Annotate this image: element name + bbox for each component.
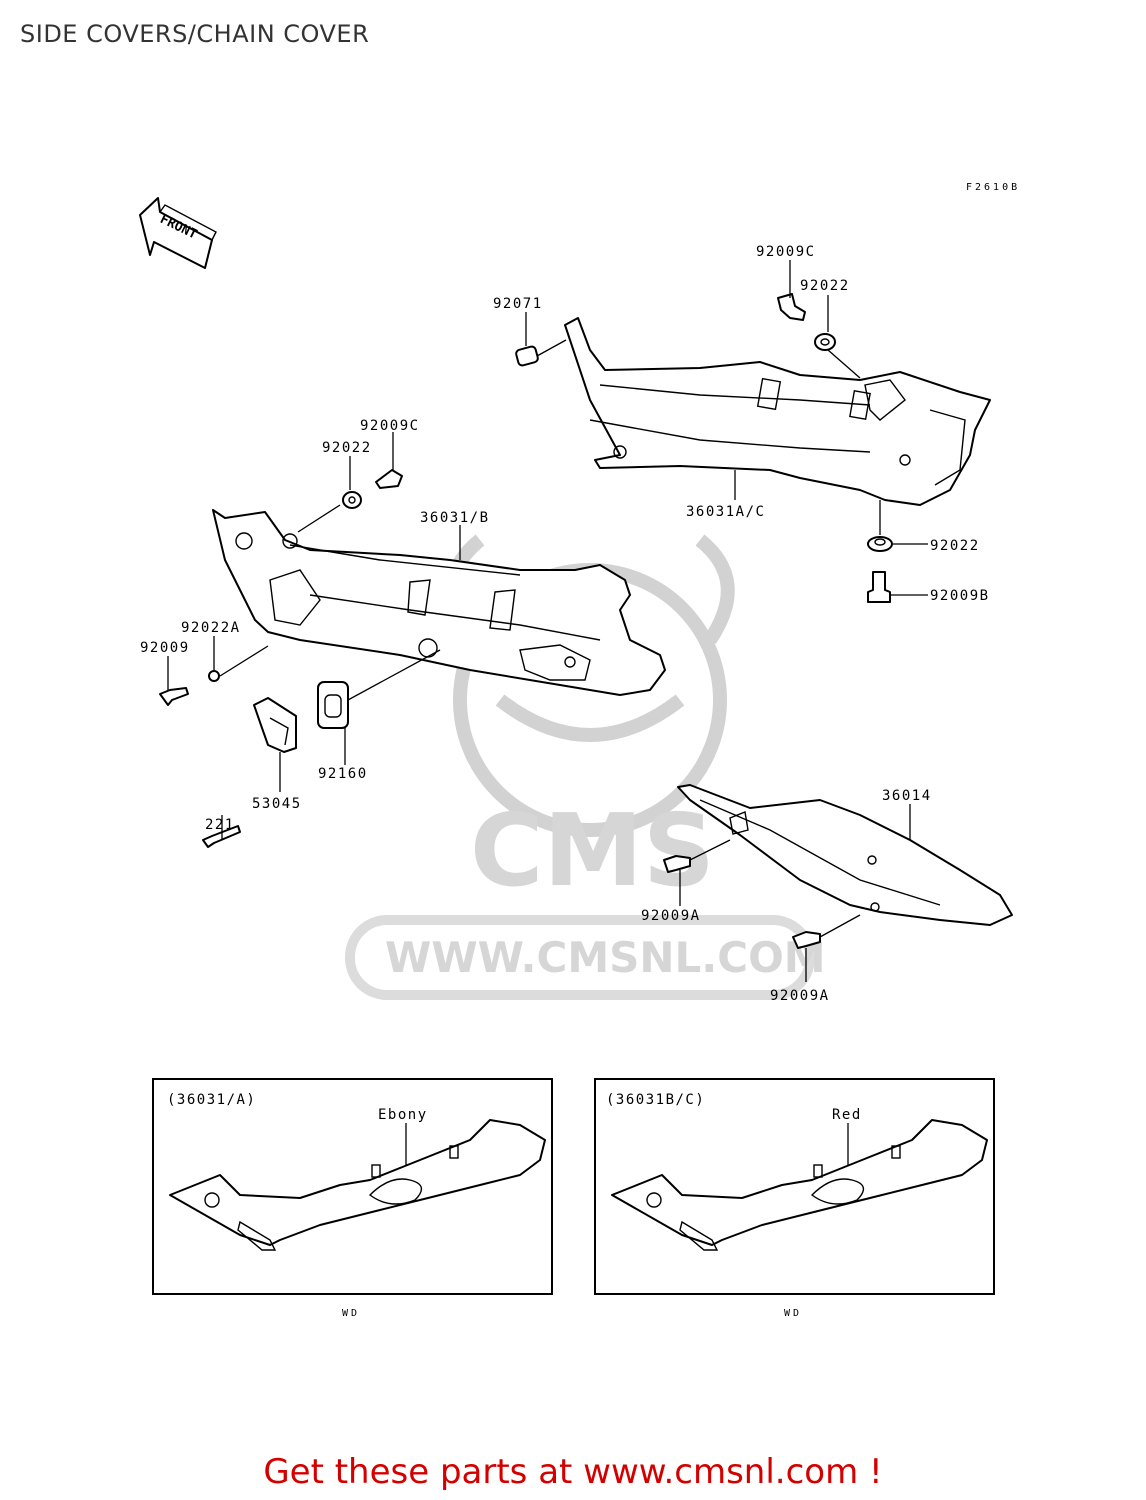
inset-left: (36031/A) Ebony WD — [152, 1078, 553, 1319]
watermark-url: WWW.CMSNL.COM — [385, 933, 826, 982]
label-36031B: 36031/B — [420, 510, 490, 526]
inset-right-ref: (36031B/C) — [606, 1092, 705, 1108]
inset-right-color: Red — [832, 1107, 862, 1123]
inset-left-ref: (36031/A) — [167, 1092, 256, 1108]
label-92009C-left: 92009C — [360, 418, 420, 434]
side-cover-right — [564, 317, 991, 506]
label-92009C-top: 92009C — [756, 244, 816, 260]
footer-cta-link[interactable]: Get these parts at www.cmsnl.com ! — [263, 1452, 883, 1492]
label-92009: 92009 — [140, 640, 190, 656]
page-title: SIDE COVERS/CHAIN COVER — [20, 20, 370, 48]
front-arrow-icon: FRONT — [139, 197, 217, 269]
label-36031AC: 36031A/C — [686, 504, 765, 520]
diagram-code: F2610B — [966, 182, 1020, 193]
leader-lines — [167, 260, 928, 982]
label-92022-top: 92022 — [800, 278, 850, 294]
label-92022-left: 92022 — [322, 440, 372, 456]
label-92009B: 92009B — [930, 588, 990, 604]
label-221: 221 — [205, 817, 235, 833]
label-92022A: 92022A — [181, 620, 241, 636]
side-cover-left — [212, 509, 666, 696]
part-labels: 92009C 92022 92071 36031A/C 92022 92009B… — [140, 244, 990, 1004]
inset-left-color: Ebony — [378, 1107, 428, 1123]
label-92071: 92071 — [493, 296, 543, 312]
inset-right: (36031B/C) Red WD — [594, 1078, 995, 1319]
label-92022-right: 92022 — [930, 538, 980, 554]
chain-cover — [677, 784, 1013, 926]
label-92009A-2: 92009A — [770, 988, 830, 1004]
label-36014: 36014 — [882, 788, 932, 804]
hardware — [159, 293, 893, 949]
inset-left-note: WD — [342, 1308, 360, 1319]
label-92160: 92160 — [318, 766, 368, 782]
inset-right-note: WD — [784, 1308, 802, 1319]
watermark-brand: CMS — [470, 792, 715, 909]
label-53045: 53045 — [252, 796, 302, 812]
watermark: CMS WWW.CMSNL.COM — [345, 534, 826, 1000]
label-92009A-1: 92009A — [641, 908, 701, 924]
